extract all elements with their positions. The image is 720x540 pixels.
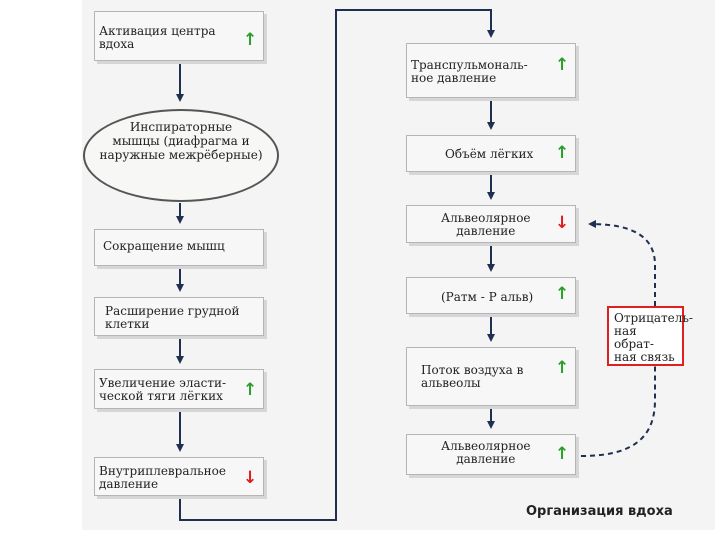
box-volume: Объём лёгких ↑ (406, 135, 576, 172)
up-arrow-icon: ↑ (555, 143, 570, 163)
box-transpulm: Транспульмональ- ное давление ↑ (406, 43, 576, 98)
down-arrow-icon: ↓ (243, 468, 258, 488)
up-arrow-icon: ↑ (243, 380, 258, 400)
arrow-pleural-transpulm (179, 9, 495, 521)
activation-label: Активация центра вдоха (99, 24, 216, 51)
up-arrow-icon: ↑ (555, 284, 570, 304)
muscles-label: Инспираторные мышцы (диафрагма и наружны… (99, 120, 263, 162)
gradient-label: (Ратм - Р альв) (441, 290, 534, 304)
box-gradient: (Ратм - Р альв) ↑ (406, 277, 576, 314)
negative-feedback-box: Отрицатель- ная обрат- ная связь (607, 306, 693, 366)
box-alveolar1: Альвеолярное давление ↓ (406, 205, 576, 243)
airflow-label: Поток воздуха в альвеолы (421, 363, 524, 390)
up-arrow-icon: ↑ (555, 55, 570, 75)
elastic-label: Увеличение эласти- ческой тяги лёгких (99, 376, 227, 403)
box-alveolar2: Альвеолярное давление ↑ (406, 434, 576, 475)
ellipse-muscles: Инспираторные мышцы (диафрагма и наружны… (83, 109, 279, 202)
box-elastic: Увеличение эласти- ческой тяги лёгких ↑ (94, 369, 264, 409)
box-pleural: Внутриплевральное давление ↓ (94, 457, 264, 496)
feedback-loop-lower (580, 366, 656, 457)
down-arrow-icon: ↓ (555, 213, 570, 233)
pleural-label: Внутриплевральное давление (99, 464, 226, 491)
transpulm-label: Транспульмональ- ное давление (411, 58, 528, 85)
alveolar2-label: Альвеолярное давление (441, 439, 531, 466)
alveolar1-label: Альвеолярное давление (441, 211, 531, 238)
box-chest: Расширение грудной клетки (94, 297, 264, 336)
box-activation: Активация центра вдоха ↑ (94, 11, 264, 61)
feedback-loop-upper (588, 220, 656, 306)
up-arrow-icon: ↑ (555, 358, 570, 378)
up-arrow-icon: ↑ (243, 30, 258, 50)
diagram-caption: Организация вдоха (526, 504, 673, 519)
chest-label: Расширение грудной клетки (105, 304, 240, 331)
box-airflow: Поток воздуха в альвеолы ↑ (406, 347, 576, 406)
up-arrow-icon: ↑ (555, 444, 570, 464)
box-contraction: Сокращение мышц (94, 229, 264, 266)
volume-label: Объём лёгких (445, 147, 534, 161)
contraction-label: Сокращение мышц (103, 239, 225, 253)
